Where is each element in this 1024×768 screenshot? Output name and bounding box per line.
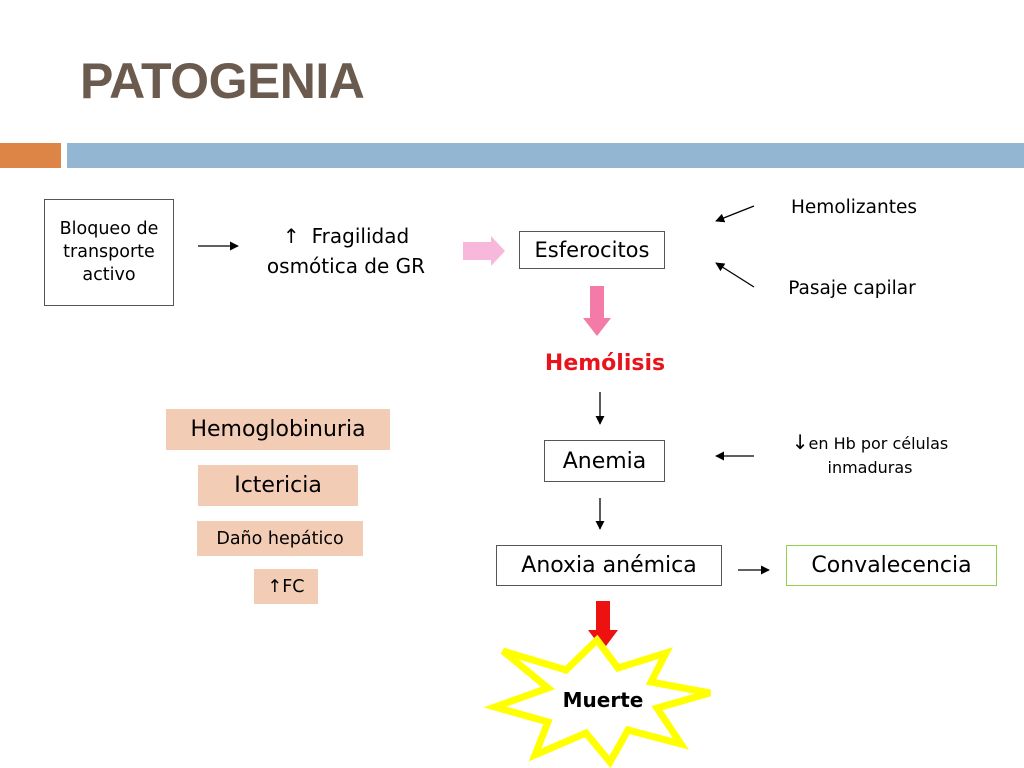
node-fragilidad-line1: Fragilidad — [311, 224, 410, 248]
up-arrow-icon: ↑ — [282, 224, 300, 248]
node-anemia: Anemia — [544, 440, 665, 482]
consequence-dano-hepatico: Daño hepático — [197, 521, 363, 556]
node-esferocitos: Esferocitos — [519, 231, 665, 269]
node-muerte: Muerte — [562, 688, 644, 712]
consequence-dano-hepatico-label: Daño hepático — [216, 528, 344, 549]
consequence-fc-label: FC — [282, 576, 305, 597]
consequence-ictericia: Ictericia — [198, 465, 358, 506]
up-arrow-icon: ↑ — [267, 576, 283, 597]
node-hemolizantes: Hemolizantes — [791, 197, 917, 218]
node-fragilidad-line2: osmótica de GR — [266, 254, 426, 278]
node-anoxia-label: Anoxia anémica — [521, 553, 697, 578]
node-fragilidad: ↑ Fragilidad osmótica de GR — [256, 221, 436, 281]
muerte-burst — [483, 634, 711, 768]
node-anoxia-anemica: Anoxia anémica — [496, 545, 722, 586]
arrow-fragilidad-to-esferocitos — [463, 236, 505, 266]
node-anemia-label: Anemia — [562, 448, 647, 474]
consequence-hemoglobinuria-label: Hemoglobinuria — [190, 417, 366, 442]
down-arrow-icon: ↓ — [791, 430, 809, 454]
node-esferocitos-label: Esferocitos — [534, 238, 650, 262]
node-hb-line1: en Hb por células — [808, 434, 949, 453]
node-pasaje-capilar: Pasaje capilar — [788, 278, 916, 299]
node-convalecencia: Convalecencia — [786, 545, 997, 586]
node-hemolisis: Hemólisis — [544, 351, 666, 376]
consequence-fc: ↑FC — [254, 569, 318, 604]
arrow-esferocitos-to-hemolisis — [583, 286, 611, 336]
node-convalecencia-label: Convalecencia — [811, 553, 972, 578]
consequence-ictericia-label: Ictericia — [234, 473, 322, 498]
node-hb-line2: inmaduras — [827, 458, 913, 477]
header-accent-blue — [67, 143, 1024, 168]
consequence-hemoglobinuria: Hemoglobinuria — [166, 409, 390, 450]
node-hb-inmaduras: ↓en Hb por células inmaduras — [780, 430, 960, 480]
page-title: PATOGENIA — [80, 53, 365, 109]
header-accent-orange — [0, 143, 61, 168]
arrow-hemolizantes — [715, 205, 755, 223]
arrow-pasaje-capilar — [715, 262, 755, 288]
node-bloqueo-transporte: Bloqueo de transporte activo — [44, 199, 174, 306]
node-bloqueo-label: Bloqueo de transporte activo — [59, 219, 159, 285]
